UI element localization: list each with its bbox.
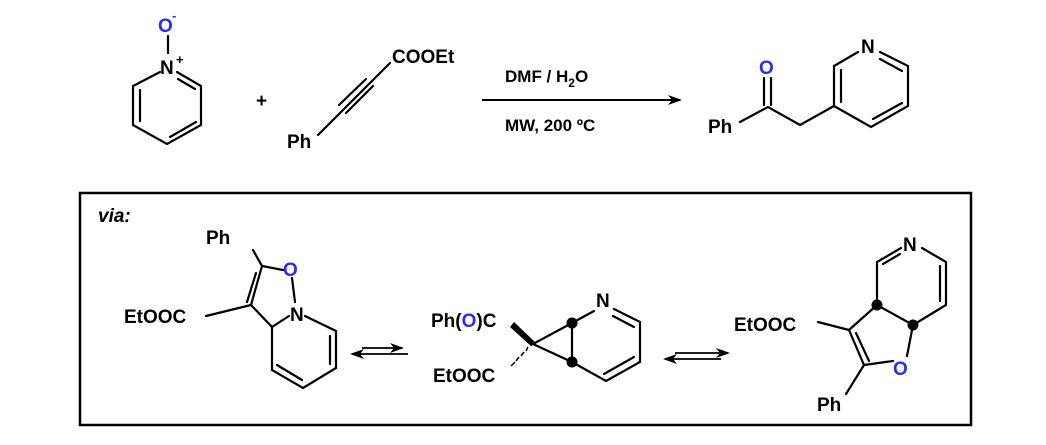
pyridine-nitrogen: N [861, 37, 875, 58]
oxygen-label: O [158, 16, 173, 37]
stereocenter-dot [566, 317, 578, 329]
pyridine-ring [832, 50, 910, 129]
plus-sign: + [256, 91, 267, 112]
stereocenter-dot [871, 299, 883, 311]
ester-label: COOEt [392, 47, 455, 68]
pyridine-ring [131, 70, 203, 146]
hash-bond [510, 341, 534, 367]
pyridine-n-oxide: O - N + [131, 8, 203, 146]
nitrogen-charge: + [176, 52, 184, 67]
via-heading: via: [98, 206, 131, 227]
acyl-label: Ph(O)C [431, 311, 497, 332]
phenyl-label: Ph [287, 132, 311, 153]
oxygen-charge: - [172, 8, 176, 23]
stereocenter-dot [907, 319, 919, 331]
nitrogen-label: N [903, 235, 917, 256]
product-ketone: O Ph N [708, 37, 910, 138]
equilibrium-arrow-2 [663, 348, 730, 364]
alkyne-bond [316, 61, 392, 137]
oxygen-label: O [283, 260, 298, 281]
nitrogen-label: N [290, 305, 304, 326]
stereocenter-dot [566, 356, 578, 368]
nitrogen-label: N [160, 58, 174, 79]
mechanism-box [78, 191, 973, 427]
equilibrium-arrow-1 [350, 343, 408, 359]
ethyl-phenylpropiolate: COOEt Ph [287, 47, 455, 153]
wedge-bond [510, 322, 535, 346]
intermediate-isoxazolopyridine: Ph O N EtOOC [124, 228, 338, 390]
nitrogen-label: N [596, 291, 610, 312]
ester-label: EtOOC [734, 315, 797, 336]
intermediate-furopyridine: EtOOC N O Ph [734, 235, 948, 416]
conditions-above: DMF / H2O [505, 67, 588, 90]
conditions-below: MW, 200 ºC [505, 116, 595, 135]
ester-label: EtOOC [124, 307, 187, 328]
intermediate-cyclopropane: Ph(O)C EtOOC N [431, 291, 642, 387]
phenyl-label: Ph [206, 228, 230, 249]
oxygen-label: O [893, 359, 908, 380]
carbonyl-oxygen: O [759, 58, 774, 79]
phenyl-label: Ph [708, 117, 732, 138]
ester-label: EtOOC [433, 366, 496, 387]
reaction-arrow: DMF / H2O MW, 200 ºC [482, 67, 682, 135]
phenyl-label: Ph [817, 395, 841, 416]
